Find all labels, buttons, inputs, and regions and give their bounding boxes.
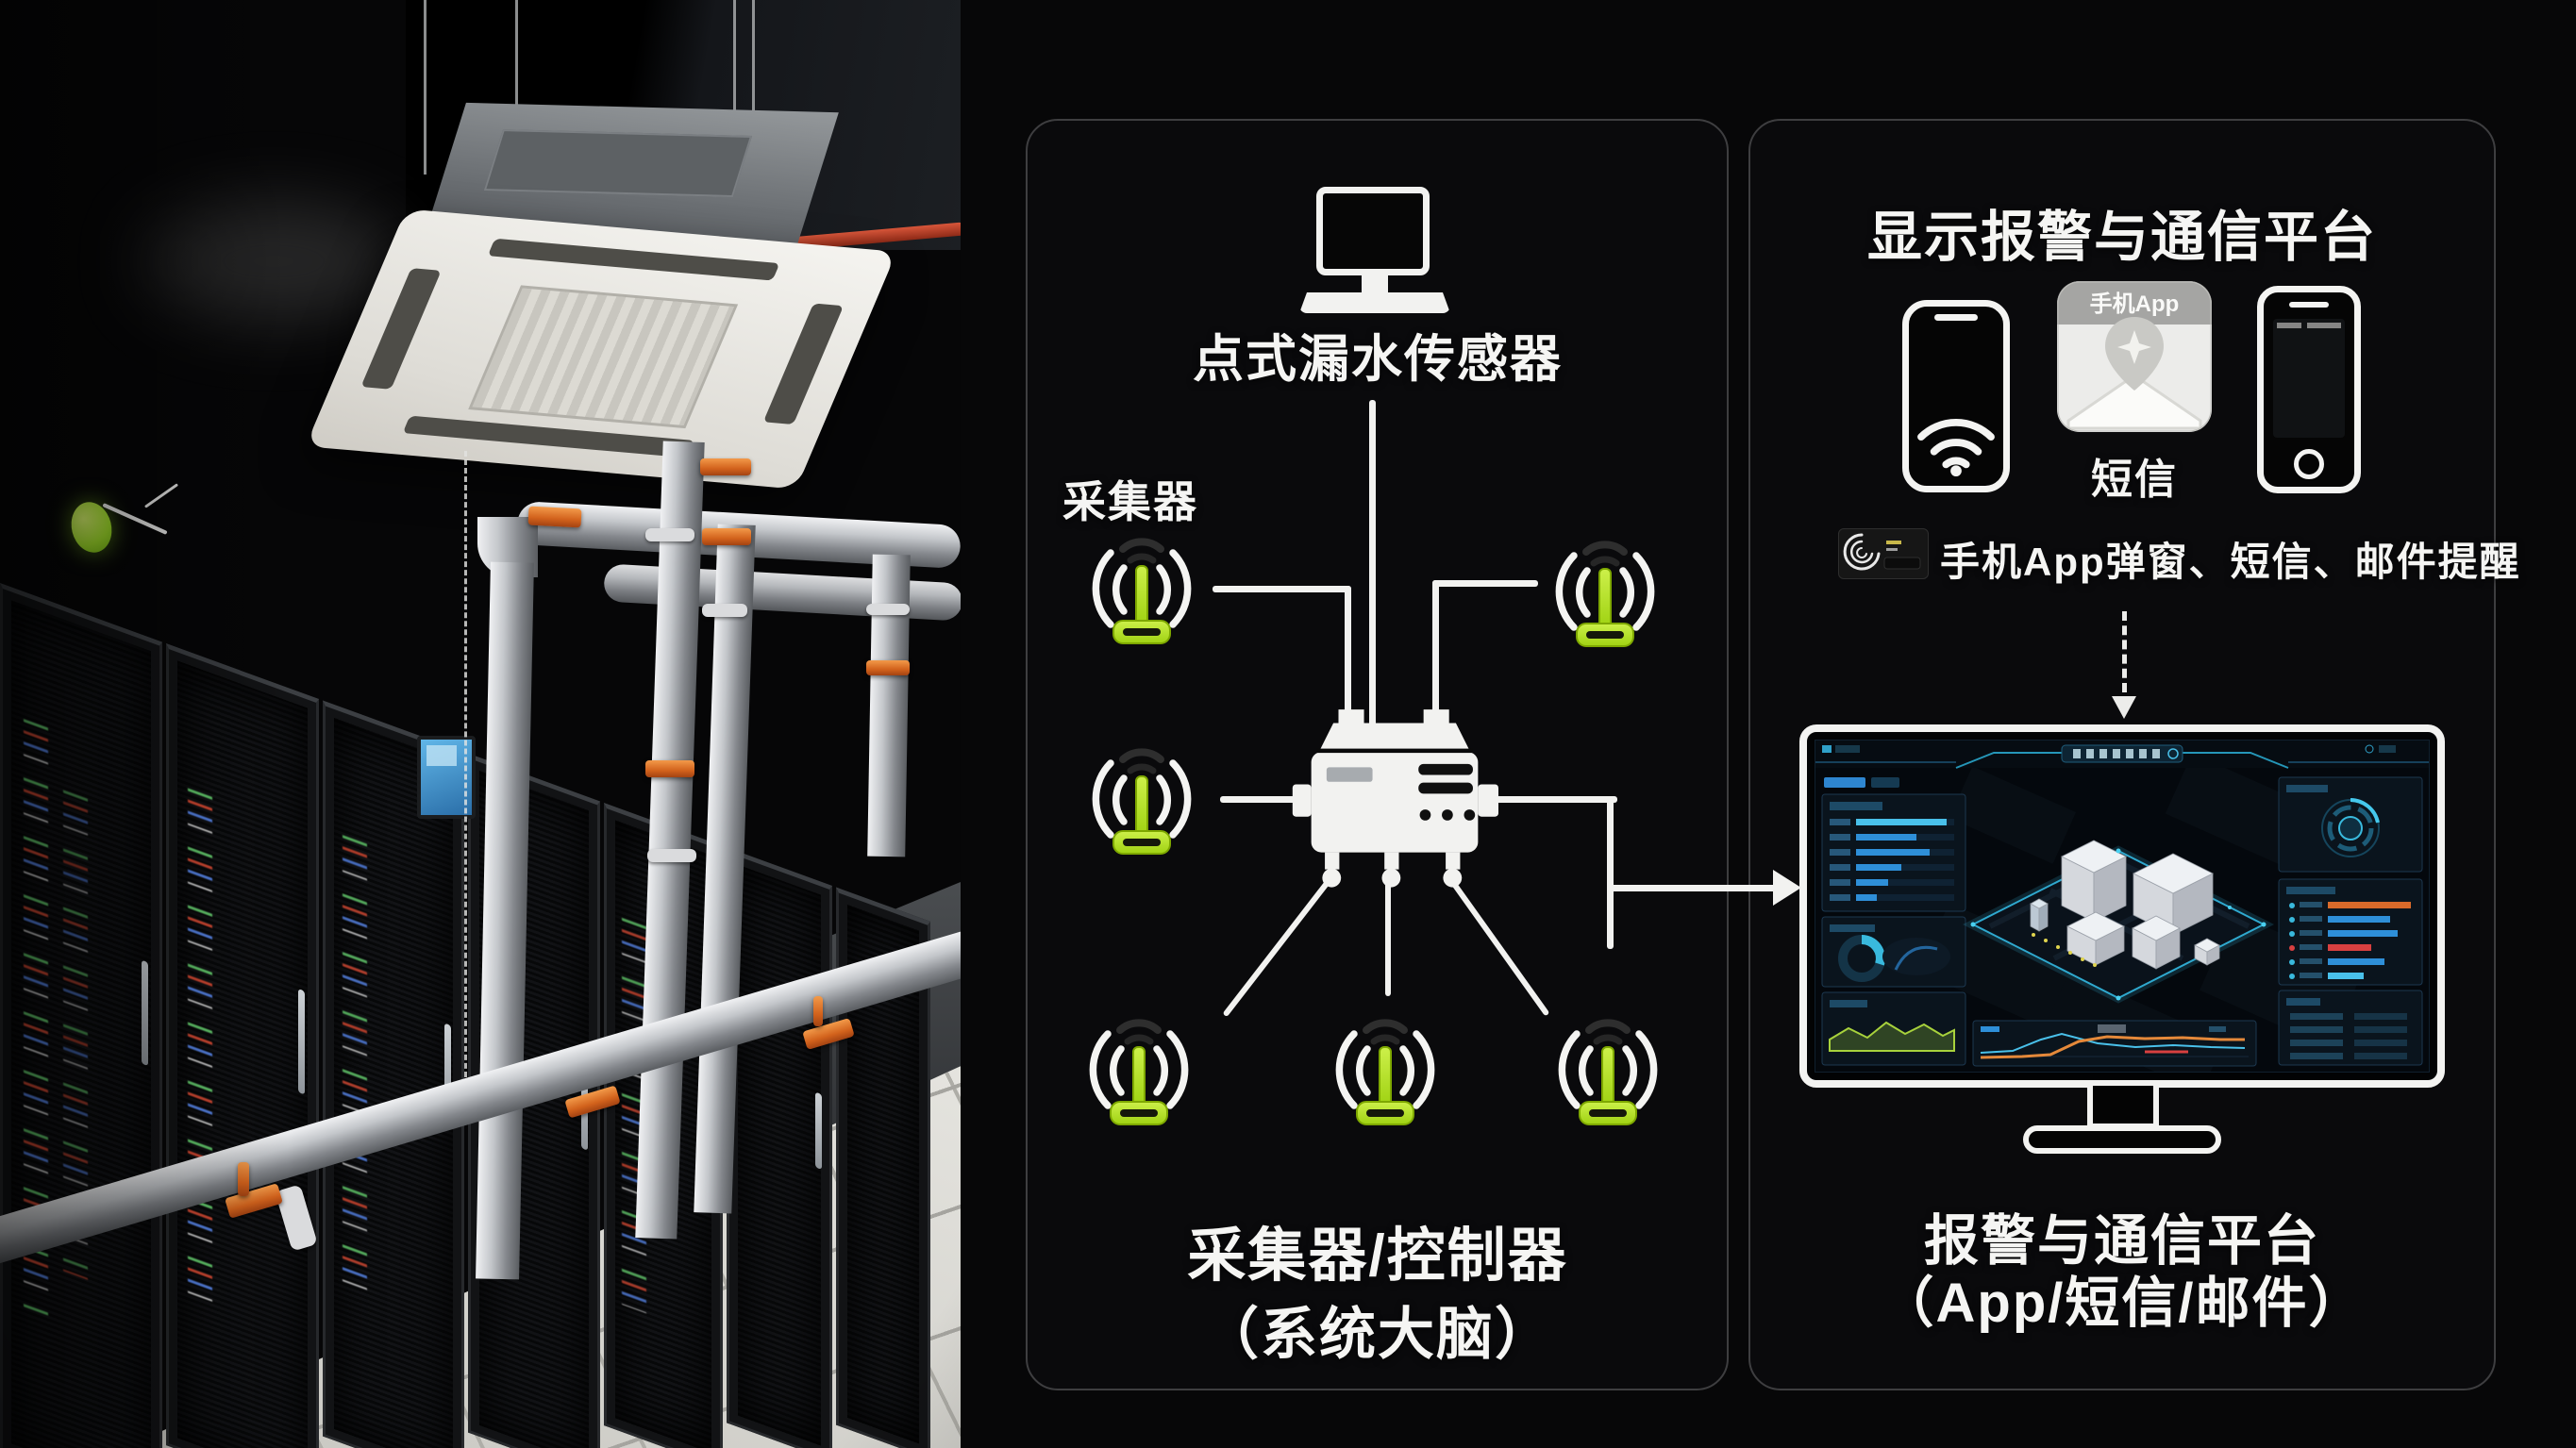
computer-icon-base: [1299, 292, 1450, 313]
connector-line: [1345, 586, 1351, 727]
leak-sensor-icon: [1534, 531, 1676, 658]
controller-title: 采集器/控制器: [1187, 1223, 1568, 1289]
platform-bottom-subtitle: （App/短信/邮件）: [1879, 1273, 2366, 1334]
sensor-type-label: 点式漏水传感器: [1193, 331, 1563, 388]
notify-methods-label: 手机App弹窗、短信、邮件提醒: [1940, 540, 2521, 584]
monitor-stand-base: [2023, 1125, 2221, 1154]
platform-bottom-title: 报警与通信平台: [1923, 1210, 2320, 1272]
computer-icon: [1316, 187, 1430, 275]
monitor-stand-neck: [2087, 1086, 2159, 1129]
arrow-right-icon: [1773, 870, 1801, 906]
controller-subtitle: （系统大脑）: [1202, 1303, 1553, 1366]
leak-sensor-icon: [1537, 1009, 1679, 1137]
platform-title: 显示报警与通信平台: [1866, 207, 2377, 268]
leak-sensor-icon: [1071, 528, 1213, 656]
leak-sensor-icon: [1068, 1009, 1210, 1137]
connector-line: [1369, 400, 1376, 732]
connector-line-to-platform: [1607, 885, 1777, 891]
photo-vignette: [0, 0, 961, 1448]
collector-label: 采集器: [1062, 477, 1198, 526]
connector-line: [1607, 796, 1614, 949]
arrow-down-icon: [2112, 696, 2136, 719]
controller-icon: [1292, 709, 1498, 888]
computer-icon-stand: [1362, 275, 1388, 292]
connector-line: [1213, 586, 1351, 592]
connector-line: [1495, 796, 1617, 803]
connector-line: [1432, 580, 1538, 587]
leak-sensor-icon: [1314, 1009, 1456, 1137]
server-room-photo: [0, 0, 961, 1448]
sms-label: 短信: [2091, 457, 2178, 503]
sms-app-icon: 手机App: [2057, 281, 2212, 432]
connector-line: [1220, 796, 1296, 803]
dashed-connector: [2122, 611, 2127, 692]
leak-sensor-icon: [1071, 739, 1213, 866]
connector-line: [1432, 580, 1439, 727]
dashboard-screen: [1815, 740, 2430, 1073]
wifi-icon: [1917, 419, 1995, 477]
connector-line: [1385, 877, 1391, 996]
phone-wifi-icon: [1902, 300, 2010, 492]
sms-app-title: 手机App: [2090, 291, 2180, 317]
smartphone-icon: [2257, 286, 2361, 493]
brand-badge-icon: [1838, 528, 1929, 579]
